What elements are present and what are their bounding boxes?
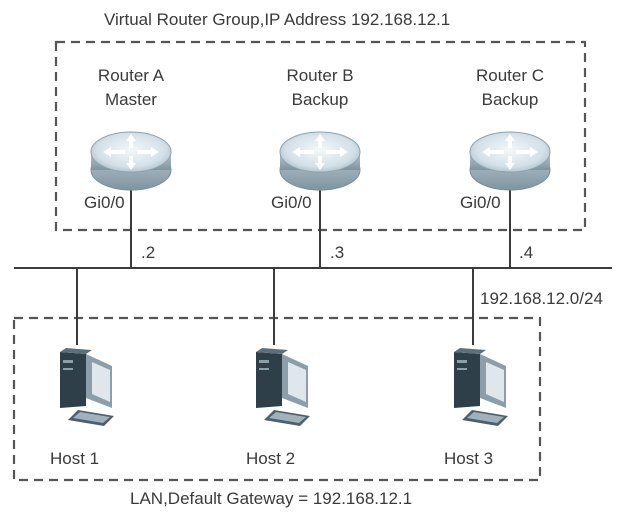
router-b-ip-suffix: .3 xyxy=(330,243,345,262)
router-a-role: Master xyxy=(105,90,157,109)
router-icon xyxy=(89,130,173,192)
router-b-name: Router B xyxy=(286,66,354,85)
router-a-ip-suffix: .2 xyxy=(141,243,156,262)
router-a-interface: Gi0/0 xyxy=(84,193,125,212)
desktop-computer-icon xyxy=(454,348,508,426)
router-icon xyxy=(468,130,552,192)
host-3-label: Host 3 xyxy=(444,449,494,468)
router-c-interface: Gi0/0 xyxy=(460,193,501,212)
router-c-name: Router C xyxy=(475,66,545,85)
lan-box xyxy=(12,316,542,482)
virtual-router-group-label: Virtual Router Group,IP Address 192.168.… xyxy=(104,10,451,29)
subnet-label: 192.168.12.0/24 xyxy=(480,289,603,308)
desktop-computer-icon xyxy=(60,348,114,426)
desktop-computer-icon xyxy=(256,348,310,426)
router-icon xyxy=(278,130,362,192)
router-b-role: Backup xyxy=(291,90,349,109)
router-c-role: Backup xyxy=(481,90,539,109)
router-c-ip-suffix: .4 xyxy=(519,243,534,262)
host-2-label: Host 2 xyxy=(246,449,296,468)
lan-default-gateway-label: LAN,Default Gateway = 192.168.12.1 xyxy=(130,489,413,508)
router-b-interface: Gi0/0 xyxy=(271,193,312,212)
router-a-name: Router A xyxy=(97,66,165,85)
host-1-label: Host 1 xyxy=(50,449,100,468)
